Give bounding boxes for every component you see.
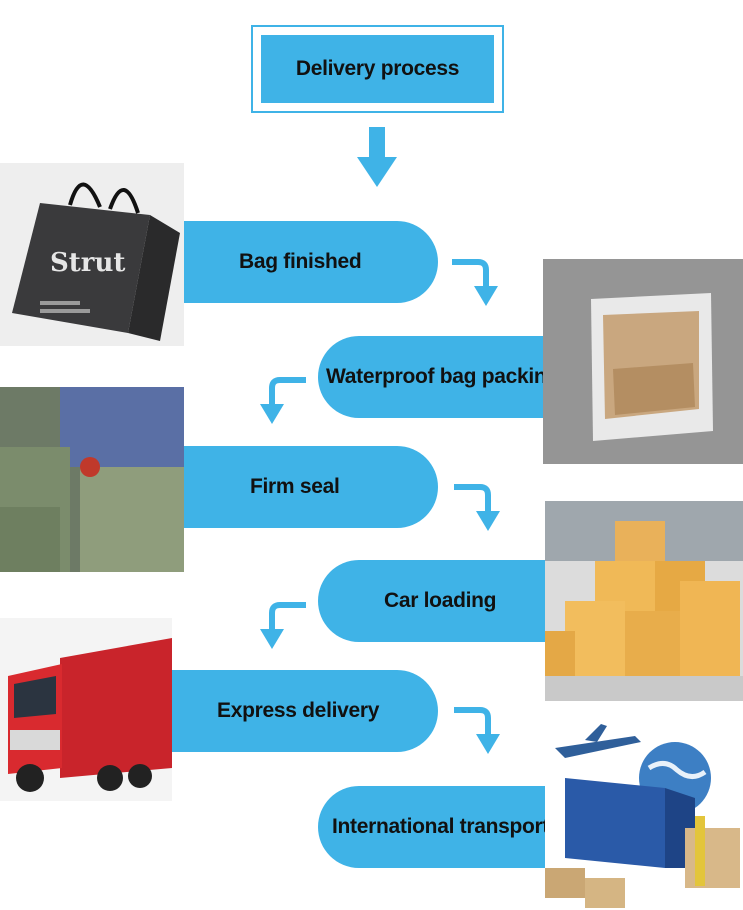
page-title: Delivery process [295, 57, 460, 80]
step-waterproof-packing: Waterproof bag packing [318, 336, 564, 418]
photo-bag: Strut [0, 163, 184, 346]
step-label: Waterproof bag packing [326, 365, 559, 388]
photo-logistics [545, 718, 743, 910]
photo-sealing [0, 387, 184, 572]
step-label: International transport [332, 815, 550, 838]
step-label: Firm seal [250, 475, 340, 498]
down-arrow-icon [355, 127, 399, 189]
title-fill: Delivery process [261, 35, 494, 103]
turn-right-arrow-icon [452, 702, 502, 756]
step-car-loading: Car loading [318, 560, 548, 642]
turn-right-arrow-icon [452, 479, 502, 533]
photo-cartons [545, 501, 743, 701]
step-label: Bag finished [239, 250, 362, 273]
step-firm-seal: Firm seal [184, 446, 438, 528]
step-label: Car loading [384, 589, 497, 612]
step-label: Express delivery [217, 699, 380, 722]
step-express-delivery: Express delivery [172, 670, 438, 752]
turn-right-arrow-icon [450, 254, 500, 308]
turn-left-arrow-icon [258, 372, 308, 426]
step-bag-finished: Bag finished [184, 221, 438, 303]
turn-left-arrow-icon [258, 597, 308, 651]
photo-truck [0, 618, 172, 801]
bag-logo: Strut [50, 248, 125, 278]
title-box: Delivery process [251, 25, 504, 113]
step-international-transport: International transport [318, 786, 554, 868]
photo-box-liner [543, 259, 743, 464]
